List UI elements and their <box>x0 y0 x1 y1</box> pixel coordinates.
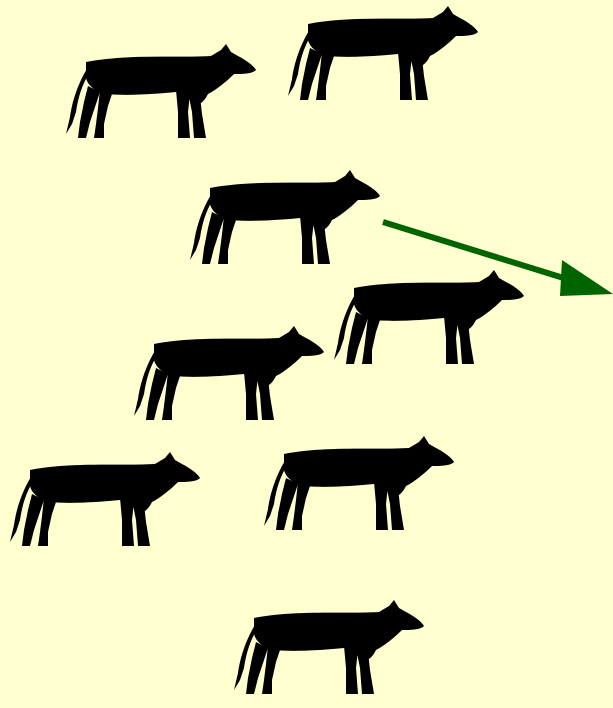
cow-icon <box>234 600 424 694</box>
cow-icon <box>334 270 524 364</box>
cow-icon <box>10 452 200 546</box>
cow-icon <box>288 6 478 100</box>
cow-icon <box>264 436 454 530</box>
cow-icon <box>190 170 380 264</box>
cow-icon <box>66 44 256 138</box>
cow-icon <box>134 326 324 420</box>
